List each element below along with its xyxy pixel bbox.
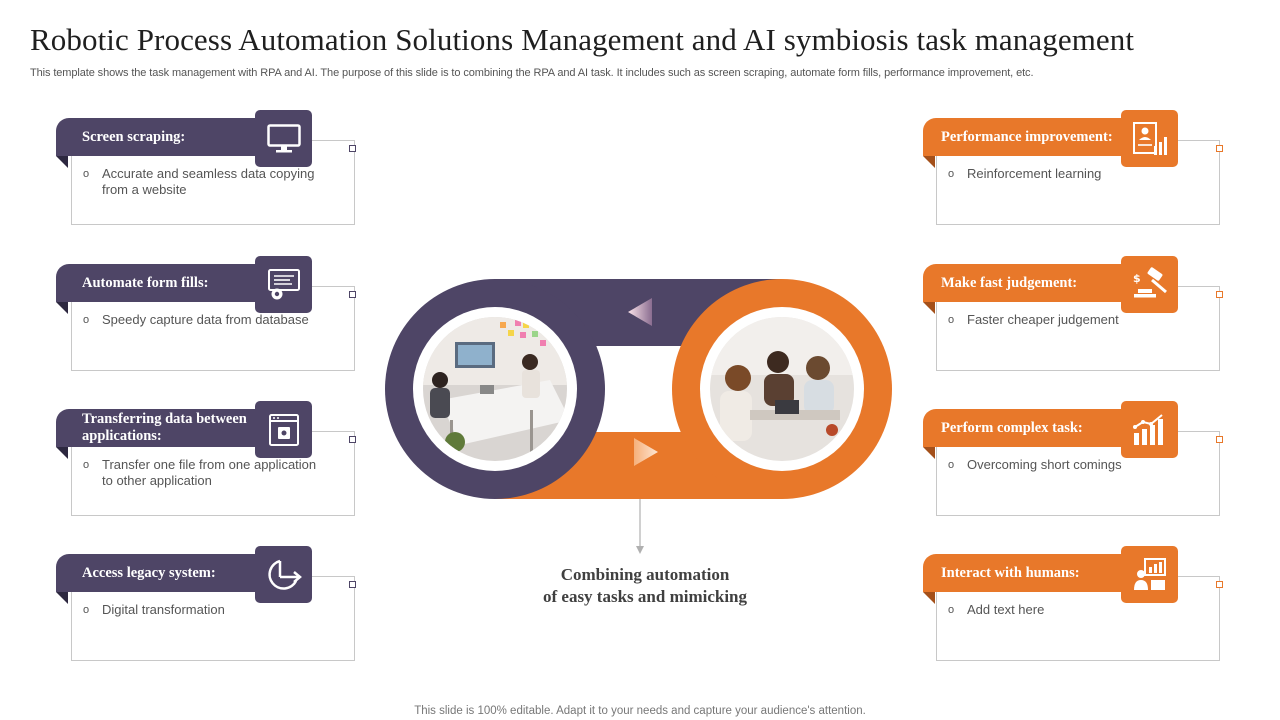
card-title-bar: Transferring data between applications: (56, 409, 272, 447)
card-title-bar: Screen scraping: (56, 118, 272, 156)
svg-text:$: $ (1133, 272, 1141, 285)
ribbon-fold (56, 592, 68, 604)
monitor-icon (255, 110, 312, 167)
right-arrow-icon (634, 438, 658, 466)
center-caption: Combining automation of easy tasks and m… (480, 564, 810, 608)
form-gear-icon (255, 256, 312, 313)
ribbon-fold (56, 302, 68, 314)
card-title: Make fast judgement: (941, 274, 1078, 291)
connector-dot (1216, 145, 1223, 152)
legacy-arrow-icon (255, 546, 312, 603)
connector-dot (349, 581, 356, 588)
left-arrow-icon (628, 298, 652, 326)
connector-dot (1216, 436, 1223, 443)
footer-note: This slide is 100% editable. Adapt it to… (414, 705, 866, 717)
team-discussion-photo (710, 317, 854, 461)
ribbon-fold (923, 447, 935, 459)
card-title-bar: Make fast judgement: (923, 264, 1137, 302)
connector-dot (349, 145, 356, 152)
gavel-icon: $ (1121, 256, 1178, 313)
center-caption-line2: of easy tasks and mimicking (542, 587, 748, 606)
card-title: Screen scraping: (82, 128, 186, 145)
app-window-icon (255, 401, 312, 458)
connector-dot (349, 436, 356, 443)
card-title-bar: Interact with humans: (923, 554, 1137, 592)
card-title-bar: Access legacy system: (56, 554, 272, 592)
ribbon-fold (923, 592, 935, 604)
card-title: Perform complex task: (941, 419, 1083, 436)
page-title: Robotic Process Automation Solutions Man… (30, 22, 1135, 57)
office-meeting-photo (423, 317, 567, 461)
ribbon-fold (923, 302, 935, 314)
human-interaction-icon (1121, 546, 1178, 603)
card-title: Access legacy system: (82, 564, 216, 581)
card-title: Automate form fills: (82, 274, 209, 291)
center-caption-line1: Combining automation (560, 565, 730, 584)
card-title: Performance improvement: (941, 128, 1113, 145)
connector-dot (1216, 581, 1223, 588)
center-cycle-graphic (385, 279, 892, 554)
performance-report-icon (1121, 110, 1178, 167)
card-title-bar: Perform complex task: (923, 409, 1137, 447)
connector-dot (349, 291, 356, 298)
card-title: Interact with humans: (941, 564, 1080, 581)
card-title-bar: Performance improvement: (923, 118, 1137, 156)
ribbon-fold (56, 156, 68, 168)
page-subtitle: This template shows the task management … (30, 67, 1034, 79)
ribbon-fold (56, 447, 68, 459)
card-transferring-data: Transferring data between applications: … (56, 401, 356, 526)
card-title: Transferring data between applications: (82, 411, 247, 444)
ribbon-fold (923, 156, 935, 168)
card-title-bar: Automate form fills: (56, 264, 272, 302)
connector-dot (1216, 291, 1223, 298)
bar-chart-icon (1121, 401, 1178, 458)
